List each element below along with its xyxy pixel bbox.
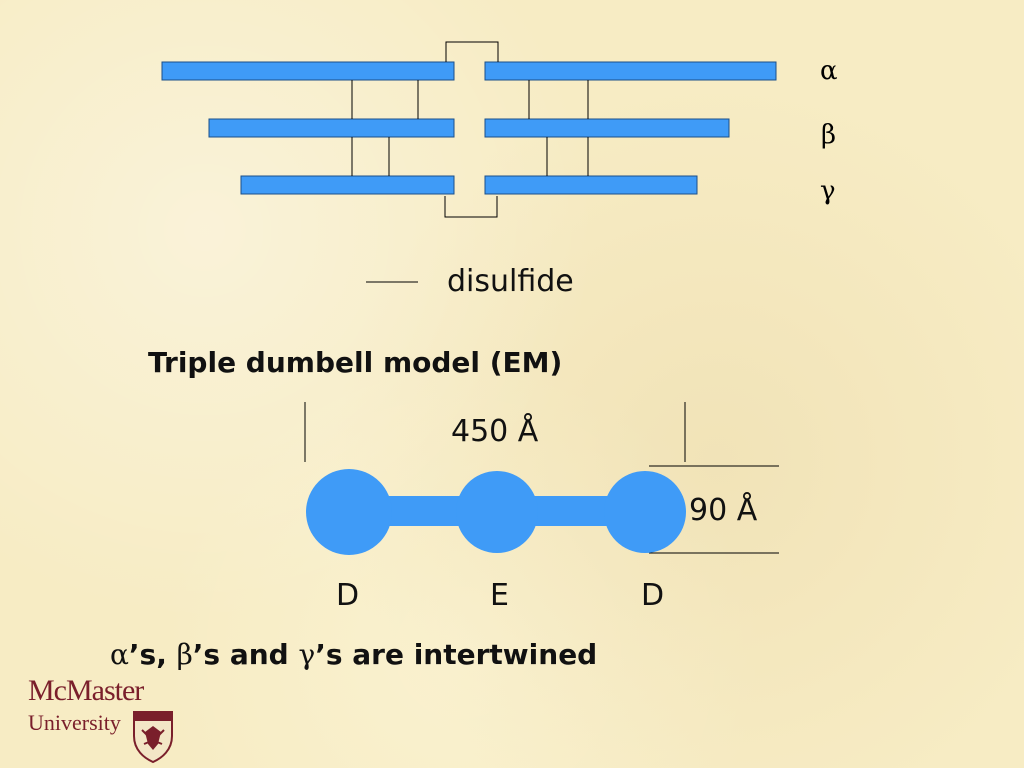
caption-part1: ’s, — [128, 638, 177, 671]
disulfide-legend-label: disulfide — [447, 264, 574, 299]
caption-part3: ’s are intertwined — [315, 638, 598, 671]
gamma-label: γ — [820, 176, 836, 206]
alpha-chain-left — [161, 61, 455, 81]
domain-d-left — [306, 469, 392, 555]
intertwined-caption: α’s, β’s and γ’s are intertwined — [110, 638, 597, 671]
caption-alpha: α — [110, 638, 129, 671]
height-label: 90 Å — [689, 493, 758, 528]
domain-d-right — [604, 471, 686, 553]
beta-label: β — [821, 120, 837, 150]
alpha-label: α — [820, 56, 838, 86]
domain-e-center — [456, 471, 538, 553]
domain-label-e: E — [490, 578, 509, 613]
mcmaster-logo: McMaster University — [28, 674, 188, 766]
gamma-chain-right — [484, 175, 698, 195]
disulfide-top-bridge — [445, 41, 499, 62]
logo-name: McMaster — [28, 674, 144, 707]
gamma-chain-left — [240, 175, 455, 195]
domain-label-d-left: D — [336, 578, 360, 613]
beta-chain-left — [208, 118, 455, 138]
crest-icon — [133, 711, 173, 764]
length-label: 450 Å — [451, 414, 539, 449]
caption-part2: ’s and — [192, 638, 299, 671]
caption-beta: β — [176, 638, 193, 671]
logo-subtitle: University — [28, 710, 121, 735]
disulfide-bottom-bridge — [444, 196, 498, 218]
caption-gamma: γ — [298, 638, 316, 671]
beta-chain-right — [484, 118, 730, 138]
model-title: Triple dumbell model (EM) — [148, 346, 563, 379]
domain-label-d-right: D — [641, 578, 665, 613]
alpha-chain-right — [484, 61, 777, 81]
